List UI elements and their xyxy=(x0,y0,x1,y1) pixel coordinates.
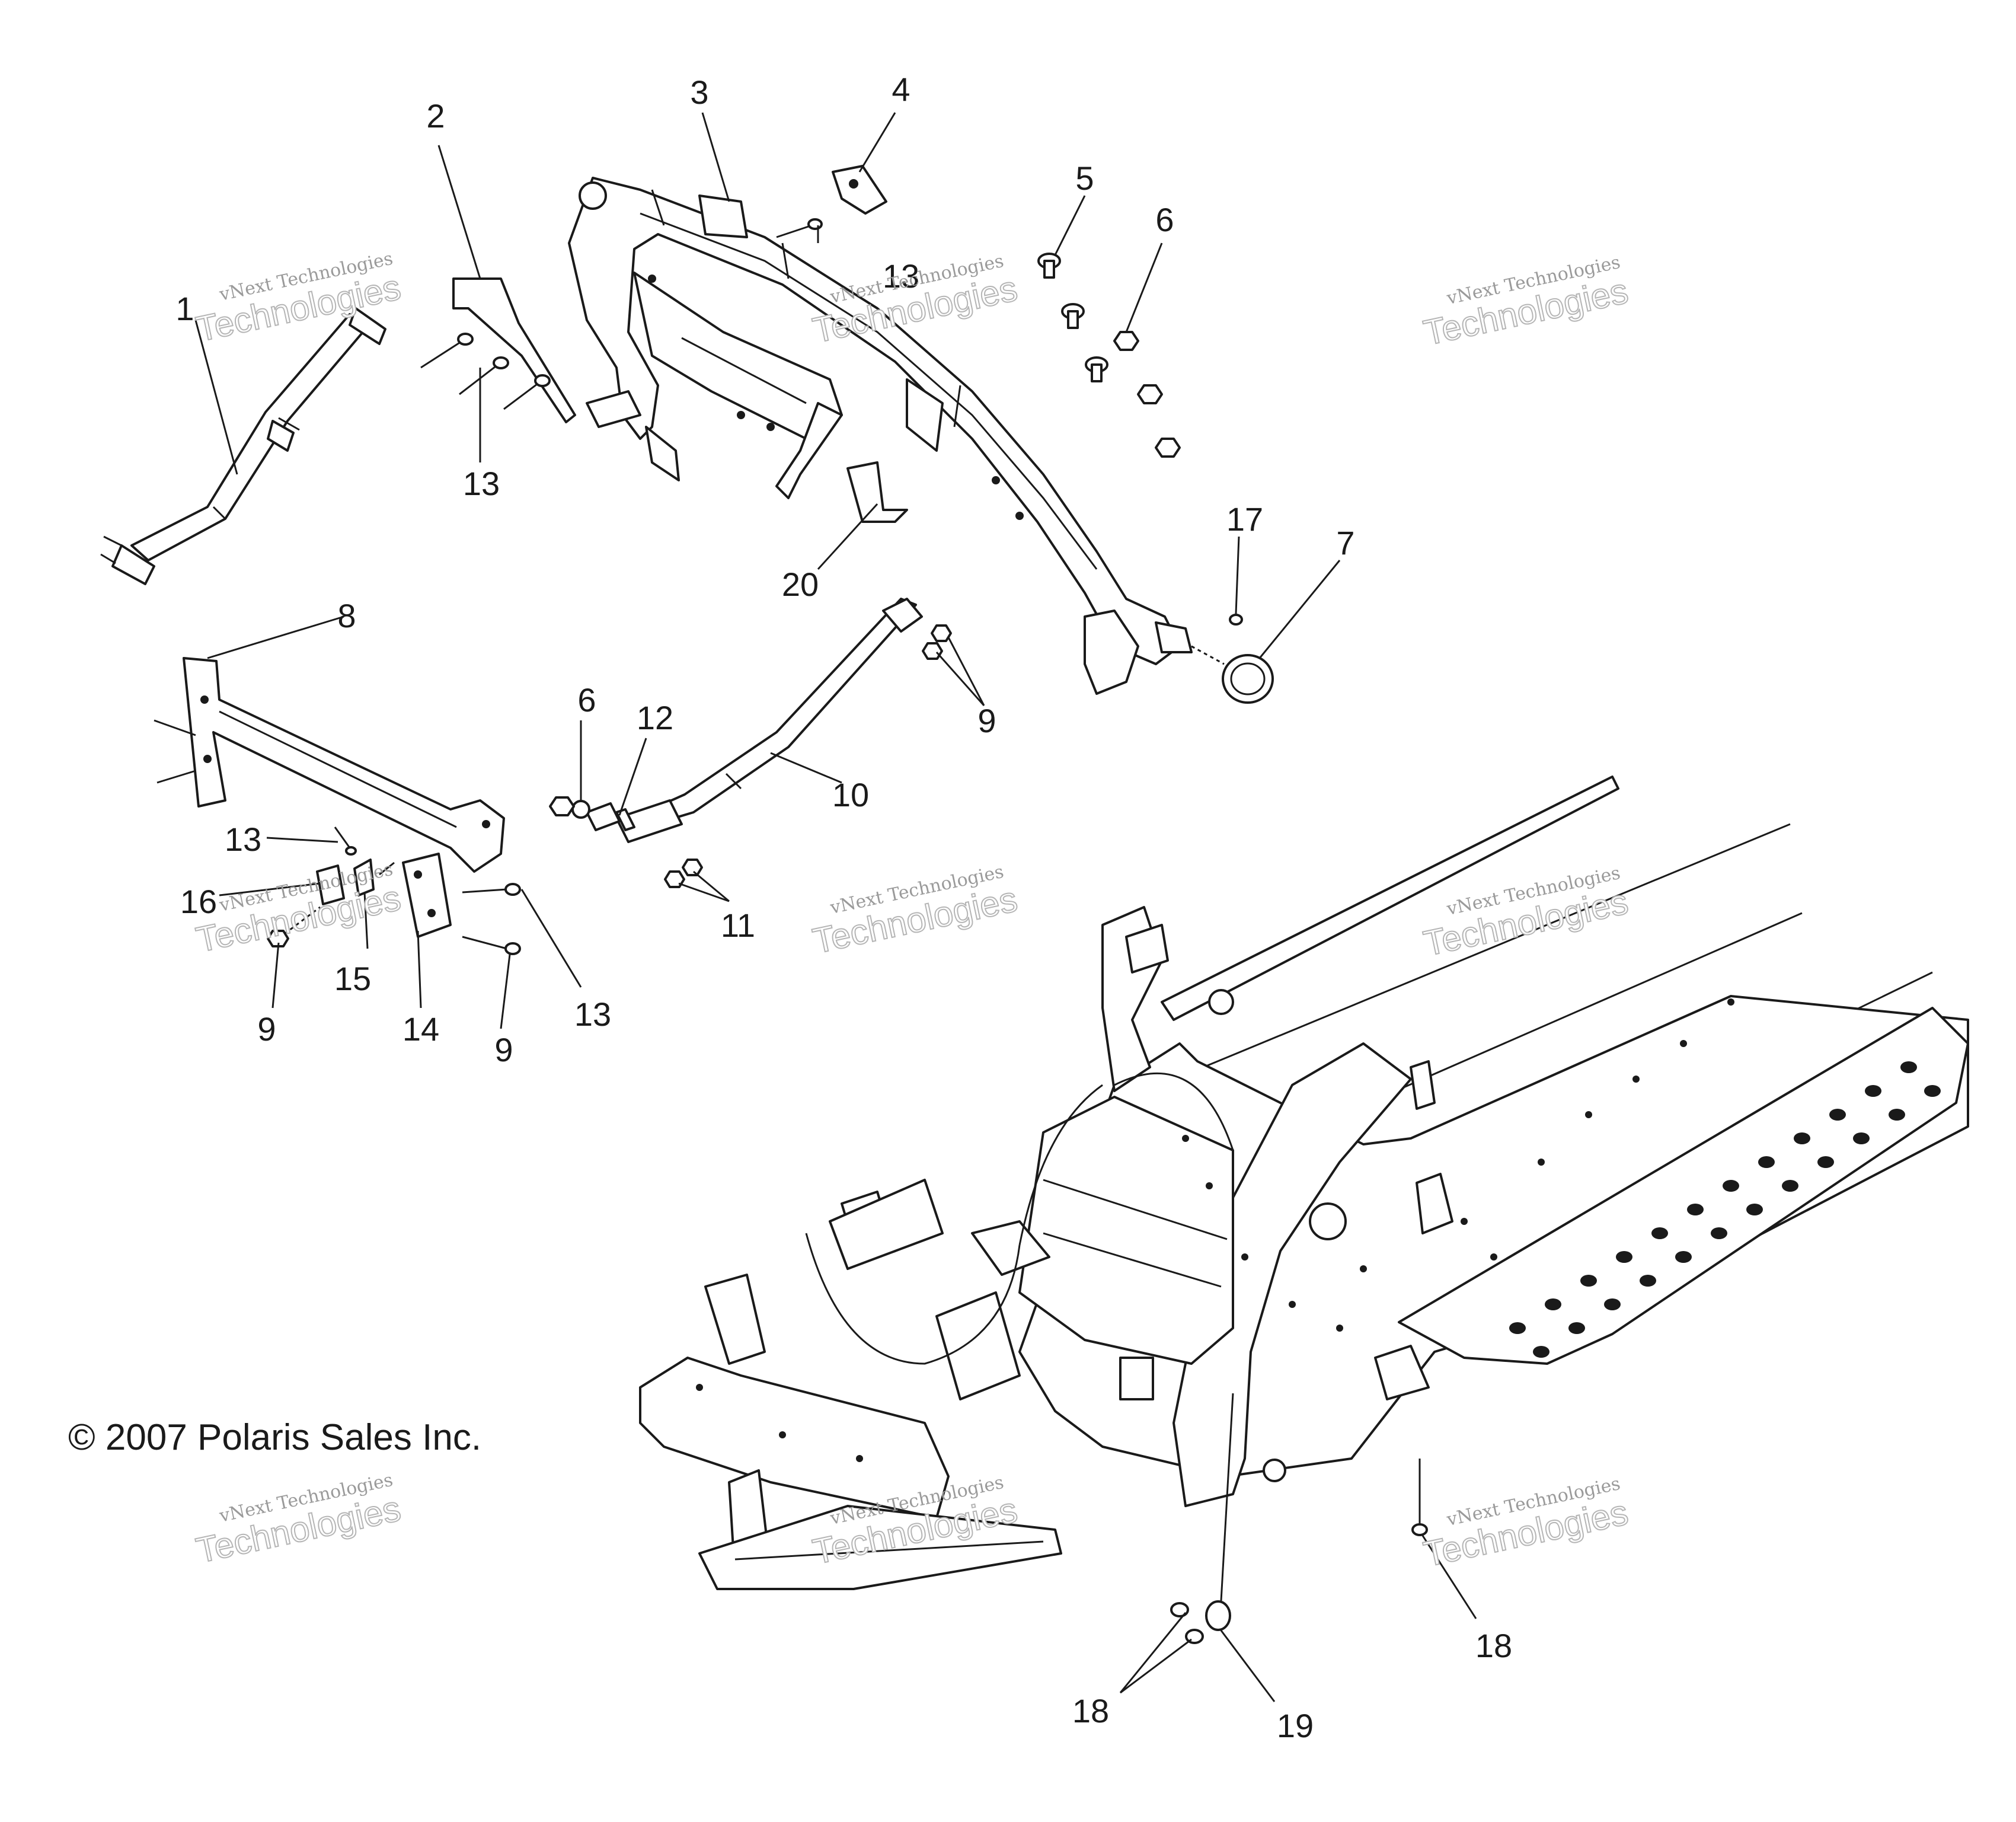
part-15-clip xyxy=(353,859,375,896)
callout-18-right: 18 xyxy=(1475,1627,1512,1664)
part-6-washer xyxy=(549,796,590,819)
part-1-tube xyxy=(100,307,386,585)
callout-14: 14 xyxy=(402,1010,439,1048)
callout-12: 12 xyxy=(637,699,673,736)
callout-11: 11 xyxy=(721,907,755,944)
part-8-crossbar xyxy=(154,657,505,873)
callout-13-top: 13 xyxy=(883,257,919,295)
callout-5: 5 xyxy=(1075,159,1094,197)
copyright-notice: © 2007 Polaris Sales Inc. xyxy=(68,1417,481,1458)
callout-13-crossbar: 13 xyxy=(225,821,261,858)
part-12-plate xyxy=(586,802,635,831)
callout-labels: 1 2 3 4 5 6 6 7 8 9 9 9 10 11 12 13 13 1… xyxy=(175,71,1512,1744)
callout-6-mid: 6 xyxy=(577,681,596,719)
callout-9-right: 9 xyxy=(494,1031,513,1068)
leader-lines xyxy=(194,112,1477,1702)
callout-9-strut: 9 xyxy=(977,702,996,739)
callout-10: 10 xyxy=(832,776,869,813)
bolts-9-strut xyxy=(922,624,952,660)
callout-3: 3 xyxy=(690,74,708,111)
callout-9-left: 9 xyxy=(257,1010,276,1048)
callout-2: 2 xyxy=(426,97,445,135)
callout-8: 8 xyxy=(337,597,356,634)
part-7-cap xyxy=(1191,645,1274,704)
rivet-13-top xyxy=(776,218,823,238)
part-3-front-frame xyxy=(568,177,1193,695)
callout-19: 19 xyxy=(1277,1707,1314,1744)
running-board-holes xyxy=(1509,1061,1941,1358)
part-20-bracket xyxy=(846,461,908,523)
callout-1: 1 xyxy=(175,290,194,327)
callout-16: 16 xyxy=(180,883,217,920)
bolts-5 xyxy=(1037,253,1108,382)
callout-18-bottom: 18 xyxy=(1072,1692,1109,1730)
part-14-plate xyxy=(402,853,452,938)
fasteners-crossbar xyxy=(267,827,521,955)
callout-15: 15 xyxy=(334,960,371,997)
callout-20: 20 xyxy=(782,566,819,603)
callout-17: 17 xyxy=(1226,500,1263,538)
callout-4: 4 xyxy=(892,71,910,108)
part-10-strut xyxy=(615,598,923,843)
callout-13-bottom: 13 xyxy=(574,995,611,1033)
callout-13-left: 13 xyxy=(463,465,500,502)
part-4-clip xyxy=(832,165,887,215)
callout-6-top: 6 xyxy=(1155,201,1174,238)
part-17-plug xyxy=(1229,614,1243,626)
part-19-grommet xyxy=(1205,1600,1231,1631)
nuts-6 xyxy=(1113,331,1181,458)
part-16-bracket xyxy=(316,864,345,905)
rivets-13-group-a xyxy=(420,333,551,410)
callout-7: 7 xyxy=(1336,524,1354,561)
chassis xyxy=(639,776,1969,1590)
